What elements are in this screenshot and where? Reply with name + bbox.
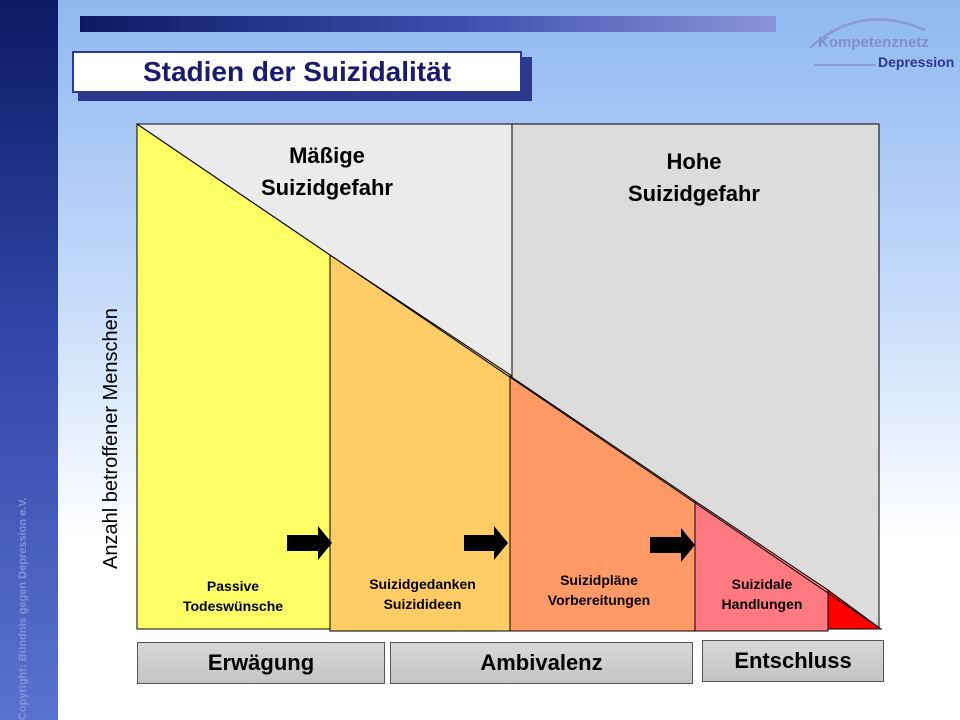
stage-label-suizidplaene: Suizidpläne Vorbereitungen [513,570,685,610]
stage-label-line: Todeswünsche [182,598,284,614]
stage-area-suizidale-handlungen [694,500,829,632]
arrow-right-icon [650,528,695,562]
stage-label-line: Suizidpläne [560,572,638,588]
stage-label-suizidale-handlungen: Suizidale Handlungen [698,574,826,614]
logo-text-line1: Kompetenznetz [818,34,929,51]
slide-title: Stadien der Suizidalität [72,51,522,93]
stage-label-line: Vorbereitungen [547,592,651,608]
phase-erwaegung: Erwägung [137,642,385,684]
diagonal-line [136,123,882,630]
logo-arc-icon [809,18,926,66]
y-axis-label: Anzahl betroffener Menschen [100,308,122,570]
stage-label-line: Suizidgedanken [369,576,476,592]
logo: Kompetenznetz Depression [800,8,954,70]
sidebar-band: Copyright: Bündnis gegen Depression e.V. [0,0,58,720]
stage-label-line: Passive [206,578,260,594]
logo-text-line2: Depression [878,54,955,70]
phase-entschluss: Entschluss [702,640,884,682]
phase-ambivalenz: Ambivalenz [390,642,693,684]
zone-label-high: Hohe Suizidgefahr [627,149,760,206]
stage-label-line: Suizidideen [383,596,462,612]
stage-area-final-wedge [827,589,883,630]
stage-label-line: Handlungen [721,596,803,612]
stage-label-passive: Passive Todeswünsche [148,576,318,616]
top-gradient-bar [80,16,776,32]
stage-label-suizidgedanken: Suizidgedanken Suizidideen [335,574,510,614]
arrow-right-icon [287,526,332,560]
stage-label-line: Suizidale [731,576,793,592]
arrow-right-icon [464,526,508,560]
zone-label-moderate: Mäßige Suizidgefahr [260,143,393,200]
